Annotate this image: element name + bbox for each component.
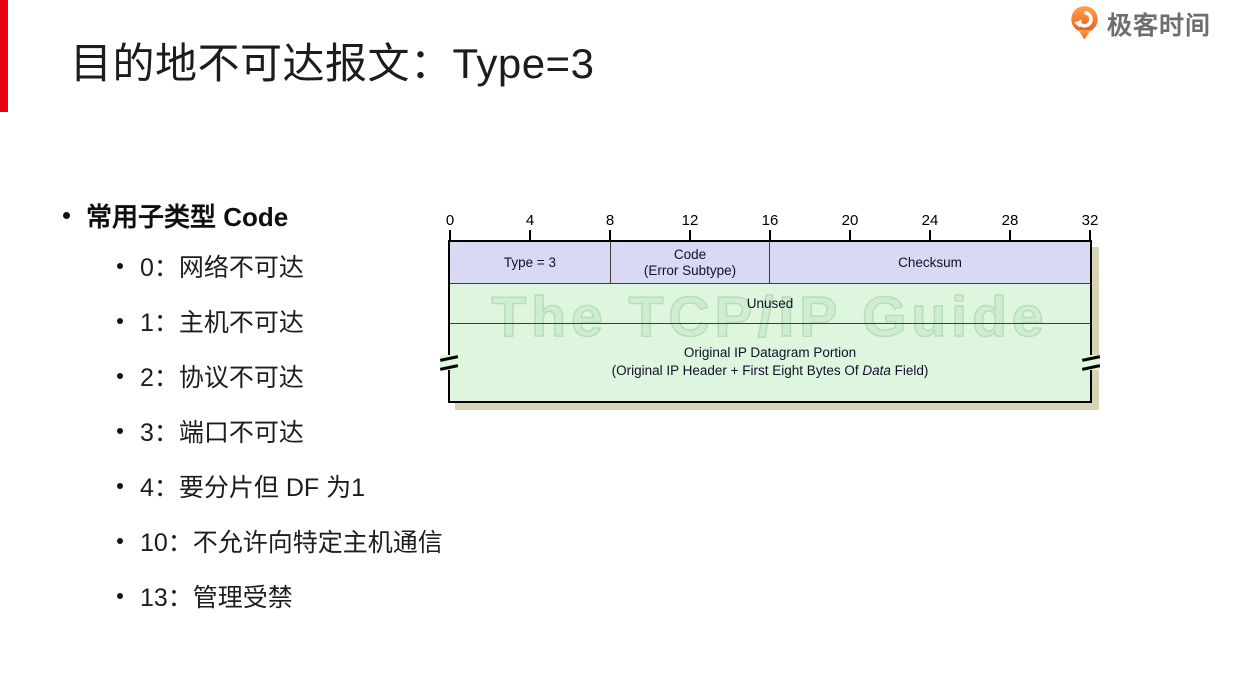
bit-ruler-tick <box>1089 230 1091 241</box>
bullet-heading: 常用子类型 Code <box>86 202 289 232</box>
field-type: Type = 3 <box>450 242 610 283</box>
list-item: 4：要分片但 DF 为1 <box>117 458 443 513</box>
field-checksum: Checksum <box>770 242 1090 283</box>
list-item: 3：端口不可达 <box>117 403 443 458</box>
field-code-sublabel: (Error Subtype) <box>643 262 737 278</box>
field-unused: Unused <box>450 284 1090 324</box>
bullet-dot-icon <box>117 482 123 489</box>
bit-ruler-label: 0 <box>445 212 455 229</box>
field-original-datagram: Original IP Datagram Portion (Original I… <box>450 324 1090 400</box>
bit-ruler-label: 12 <box>681 212 699 229</box>
bit-ruler-tick <box>529 230 531 241</box>
bit-ruler-label: 4 <box>525 212 535 229</box>
bit-ruler-label: 32 <box>1081 212 1099 229</box>
field-unused-label: Unused <box>746 296 794 311</box>
bit-ruler-tick <box>689 230 691 241</box>
field-checksum-label: Checksum <box>898 254 962 270</box>
bullet-heading-row: 常用子类型 Code <box>63 197 288 234</box>
list-item-label: 3：端口不可达 <box>140 418 304 447</box>
list-item: 1：主机不可达 <box>117 293 443 348</box>
bit-ruler-tick <box>929 230 931 241</box>
slide-accent-bar <box>0 0 8 112</box>
tcpip-guide-watermark: The TCP/IP Guide <box>491 284 1049 350</box>
packet-structure-table: The TCP/IP Guide Type = 3 Code (Error Su… <box>439 240 1101 403</box>
length-break-icon <box>439 355 459 370</box>
bit-ruler-label: 20 <box>841 212 859 229</box>
bit-ruler-label: 24 <box>921 212 939 229</box>
bullet-dot-icon <box>117 592 123 599</box>
bullet-dot-icon <box>117 262 123 269</box>
packet-header-row: Type = 3 Code (Error Subtype) Checksum <box>450 242 1090 284</box>
bullet-dot-icon <box>63 212 70 219</box>
bit-ruler-label: 28 <box>1001 212 1019 229</box>
list-item-label: 1：主机不可达 <box>140 308 304 337</box>
bit-ruler-tick <box>609 230 611 241</box>
field-type-label: Type = 3 <box>503 254 557 270</box>
bit-ruler-label: 16 <box>761 212 779 229</box>
bit-ruler-label: 8 <box>605 212 615 229</box>
list-item-label: 2：协议不可达 <box>140 363 304 392</box>
field-code-label: Code <box>673 246 707 262</box>
original-datagram-line1: Original IP Datagram Portion <box>683 345 857 361</box>
list-item: 0：网络不可达 <box>117 238 443 293</box>
list-item: 2：协议不可达 <box>117 348 443 403</box>
list-item-label: 10：不允许向特定主机通信 <box>140 528 443 557</box>
bit-ruler-tick <box>449 230 451 241</box>
geektime-logo-text: 极客时间 <box>1106 11 1211 40</box>
field-code: Code (Error Subtype) <box>610 242 770 283</box>
bullet-dot-icon <box>117 317 123 324</box>
code-subtype-list: 0：网络不可达 1：主机不可达 2：协议不可达 3：端口不可达 4：要分片但 D… <box>117 238 443 623</box>
bullet-dot-icon <box>117 537 123 544</box>
original-datagram-line2: (Original IP Header + First Eight Bytes … <box>611 363 929 378</box>
bit-ruler-tick <box>1009 230 1011 241</box>
geektime-logo: 极客时间 <box>1069 5 1211 42</box>
length-break-icon <box>1081 355 1101 370</box>
bullet-dot-icon <box>117 372 123 379</box>
page-title: 目的地不可达报文：Type=3 <box>70 40 595 87</box>
bit-ruler-tick <box>769 230 771 241</box>
bit-ruler-tick <box>849 230 851 241</box>
list-item: 13：管理受禁 <box>117 568 443 623</box>
geektime-logo-icon <box>1069 5 1100 42</box>
bullet-dot-icon <box>117 427 123 434</box>
list-item-label: 13：管理受禁 <box>140 583 293 612</box>
list-item-label: 0：网络不可达 <box>140 253 304 282</box>
icmp-packet-diagram: 0 4 8 12 16 20 24 28 32 The TCP/IP Guide… <box>439 208 1120 423</box>
list-item-label: 4：要分片但 DF 为1 <box>140 473 366 502</box>
list-item: 10：不允许向特定主机通信 <box>117 513 443 568</box>
